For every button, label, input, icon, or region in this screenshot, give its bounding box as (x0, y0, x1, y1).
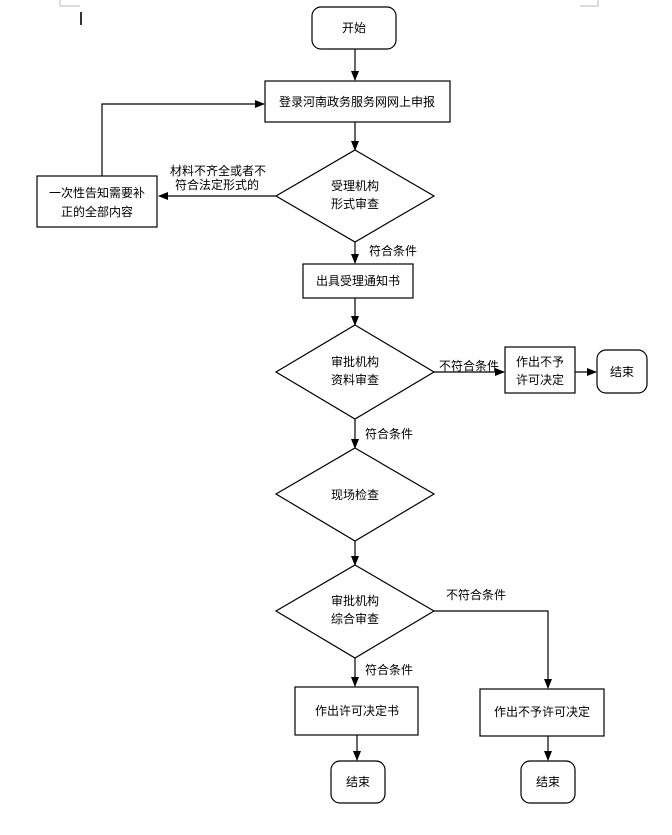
overall-review-decision (274, 564, 436, 659)
material-review-label-line2: 资料审查 (331, 372, 379, 387)
deny-decision-2-node (479, 688, 605, 737)
start-node (311, 6, 397, 50)
end-node-1-label: 结束 (610, 365, 634, 379)
start-node-label: 开始 (342, 21, 366, 35)
accept-notice-label: 出具受理通知书 (316, 274, 400, 288)
edge-label-meets-1: 符合条件 (369, 243, 417, 258)
arrow-notify-back-to-login (101, 100, 265, 176)
notify-node-label-line1: 一次性告知需要补 (49, 186, 145, 200)
approve-decision-node (294, 686, 419, 736)
material-review-decision (274, 324, 436, 420)
deny-decision-1-label-line1: 作出不予 (516, 355, 564, 369)
end-node-2 (330, 760, 386, 804)
edge-label-incomplete-line1: 材料不齐全或者不 (170, 163, 266, 178)
form-review-decision (274, 149, 436, 243)
end-node-3 (520, 760, 576, 804)
deny-decision-2-label: 作出不予许可决定 (494, 704, 590, 719)
edge-label-not-meets-2: 不符合条件 (446, 587, 506, 602)
page-corner-mark-left (59, 0, 80, 7)
notify-node-label-line2: 正的全部内容 (61, 204, 133, 219)
deny-decision-1-node (504, 346, 576, 394)
approve-decision-label: 作出许可决定书 (315, 703, 399, 718)
edge-label-incomplete-line2: 符合法定形式的 (175, 177, 259, 192)
edge-label-meets-2: 符合条件 (365, 426, 413, 441)
login-node-label: 登录河南政务服务网网上申报 (279, 94, 435, 109)
overall-review-label-line1: 审批机构 (331, 593, 379, 608)
overall-review-label-line2: 综合审查 (331, 611, 379, 626)
notify-node (36, 175, 158, 228)
page-corner-mark-right (580, 0, 599, 7)
login-node (264, 80, 451, 123)
form-review-label-line2: 形式审查 (331, 196, 379, 211)
edge-label-not-meets-1: 不符合条件 (439, 358, 499, 373)
material-review-label-line1: 审批机构 (331, 354, 379, 369)
end-node-1 (596, 349, 648, 394)
site-inspection-label: 现场检查 (331, 487, 379, 502)
end-node-3-label: 结束 (536, 775, 560, 789)
end-node-2-label: 结束 (346, 775, 370, 789)
accept-notice-node (302, 263, 414, 299)
deny-decision-1-label-line2: 许可决定 (516, 372, 564, 387)
site-inspection-decision (274, 447, 436, 542)
form-review-label-line1: 受理机构 (331, 178, 379, 193)
edge-label-meets-3: 符合条件 (365, 662, 413, 677)
arrow-overall-review-to-deny-2 (434, 610, 552, 689)
